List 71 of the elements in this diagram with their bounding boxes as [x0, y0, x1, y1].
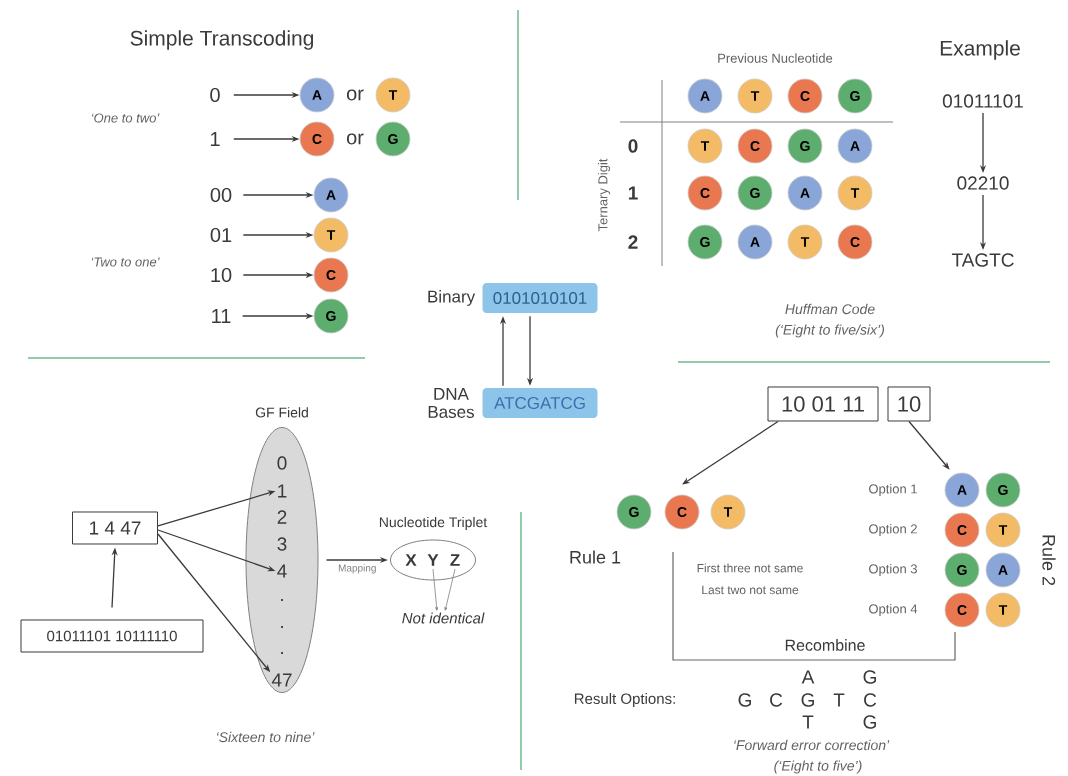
row-header: Ternary Digit	[597, 158, 611, 232]
caption: (‘Eight to five/six’)	[775, 324, 884, 338]
result-label: Result Options:	[574, 693, 675, 707]
result-letter: G	[738, 693, 751, 707]
section-title: Example	[940, 40, 1020, 60]
ellipsis-dot: .	[281, 599, 283, 601]
rule-label: Rule 2	[1042, 535, 1056, 586]
row-number: 0	[628, 139, 638, 153]
field-number: 47	[271, 673, 292, 687]
result-letter: G	[801, 693, 814, 707]
field-number: 1	[278, 484, 287, 498]
ellipsis-dot: .	[281, 652, 283, 654]
rule-note: First three not same	[697, 563, 803, 573]
caption: Huffman Code	[785, 303, 875, 315]
bit-pair: 01	[210, 227, 232, 243]
node-label: Nucleotide Triplet	[379, 516, 488, 530]
result-letter: T	[833, 693, 845, 707]
letter: Z	[450, 554, 460, 566]
binary-box: 01011101 10111110	[20, 619, 204, 653]
arrow	[444, 568, 456, 611]
field-number: 4	[277, 564, 287, 578]
result-letter: A	[801, 670, 815, 684]
bit-pair: 00	[210, 187, 232, 203]
letter: Y	[427, 554, 439, 566]
rule-note: Last two not same	[702, 585, 799, 595]
bit-box: 10 01 11	[767, 386, 879, 422]
field-number: 3	[277, 537, 287, 551]
result-letter: C	[770, 693, 783, 707]
result-letter: C	[864, 693, 877, 707]
caption: ‘Two to one’	[91, 257, 160, 267]
arrow	[682, 420, 779, 485]
or-text: or	[346, 133, 364, 145]
code-text: 02210	[957, 176, 1009, 190]
result-letter: G	[863, 715, 876, 729]
bit-box: 10	[887, 386, 931, 422]
caption: ‘Sixteen to nine’	[216, 731, 315, 743]
side-label: Binary	[428, 290, 476, 306]
or-text: or	[346, 89, 364, 101]
edge-label: Mapping	[337, 563, 378, 575]
option-label: Option 3	[869, 563, 917, 577]
code-box: ATCGATCG	[482, 388, 598, 418]
column-header: Previous Nucleotide	[718, 53, 833, 63]
rule-label: Rule 1	[570, 550, 621, 564]
row-number: 2	[628, 235, 638, 249]
field-number: 0	[277, 456, 287, 470]
code-text: 01011101	[942, 94, 1023, 108]
recombine-label: Recombine	[785, 639, 865, 651]
caption: (‘Eight to five’)	[774, 760, 862, 774]
bit-pair: 10	[211, 267, 232, 283]
letter: X	[405, 554, 417, 566]
bit-pair: 11	[212, 309, 231, 323]
note-text: Not identical	[402, 612, 485, 624]
arrow	[432, 568, 439, 611]
side-label: DNA Bases	[428, 388, 474, 418]
number-box: 1 4 47	[72, 511, 158, 545]
section-title: Simple Transcoding	[130, 30, 313, 50]
caption: ‘Forward error correction’	[734, 739, 890, 751]
caption: ‘One to two’	[91, 113, 160, 123]
ellipsis-dot: .	[281, 626, 283, 628]
option-label: Option 1	[869, 483, 917, 497]
code-text: TAGTC	[951, 253, 1014, 267]
option-label: Option 2	[869, 523, 917, 537]
digit: 0	[210, 87, 220, 103]
result-letter: T	[802, 715, 814, 729]
result-letter: G	[863, 670, 876, 684]
digit: 1	[210, 132, 220, 146]
node-label: GF Field	[255, 407, 308, 418]
code-box: 0101010101	[482, 283, 598, 313]
field-number: 2	[277, 510, 287, 524]
option-label: Option 4	[869, 603, 918, 617]
row-number: 1	[628, 186, 638, 200]
